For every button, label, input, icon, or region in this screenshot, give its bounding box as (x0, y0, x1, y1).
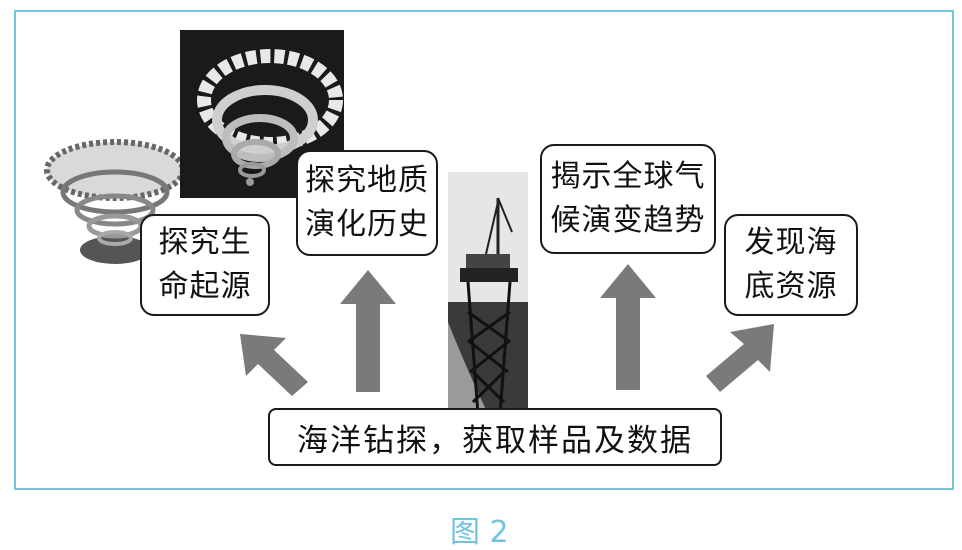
outcome-box-geologic-history: 探究地质 演化历史 (296, 150, 438, 256)
outcome-box-climate-trend: 揭示全球气 候演变趋势 (540, 144, 716, 254)
spiral-small-image (44, 139, 186, 264)
outcome-label: 探究地质 演化历史 (305, 163, 429, 242)
source-label: 海洋钻探，获取样品及数据 (297, 422, 693, 459)
figure-caption: 图 2 (450, 518, 520, 548)
drilling-platform-image (448, 172, 528, 414)
arrow-up-center-left (340, 270, 396, 392)
outcome-label: 发现海 底资源 (744, 225, 838, 304)
arrow-up-right (706, 324, 774, 392)
outcome-box-life-origin: 探究生 命起源 (140, 214, 270, 316)
outcome-box-seabed-resources: 发现海 底资源 (724, 214, 858, 316)
arrow-up-left (240, 334, 308, 396)
outcome-label: 探究生 命起源 (158, 225, 252, 304)
source-box-ocean-drilling: 海洋钻探，获取样品及数据 (268, 408, 722, 466)
outcome-label: 揭示全球气 候演变趋势 (550, 159, 706, 238)
arrow-up-center-right (600, 264, 656, 390)
figure-caption-text: 图 2 (450, 515, 509, 550)
